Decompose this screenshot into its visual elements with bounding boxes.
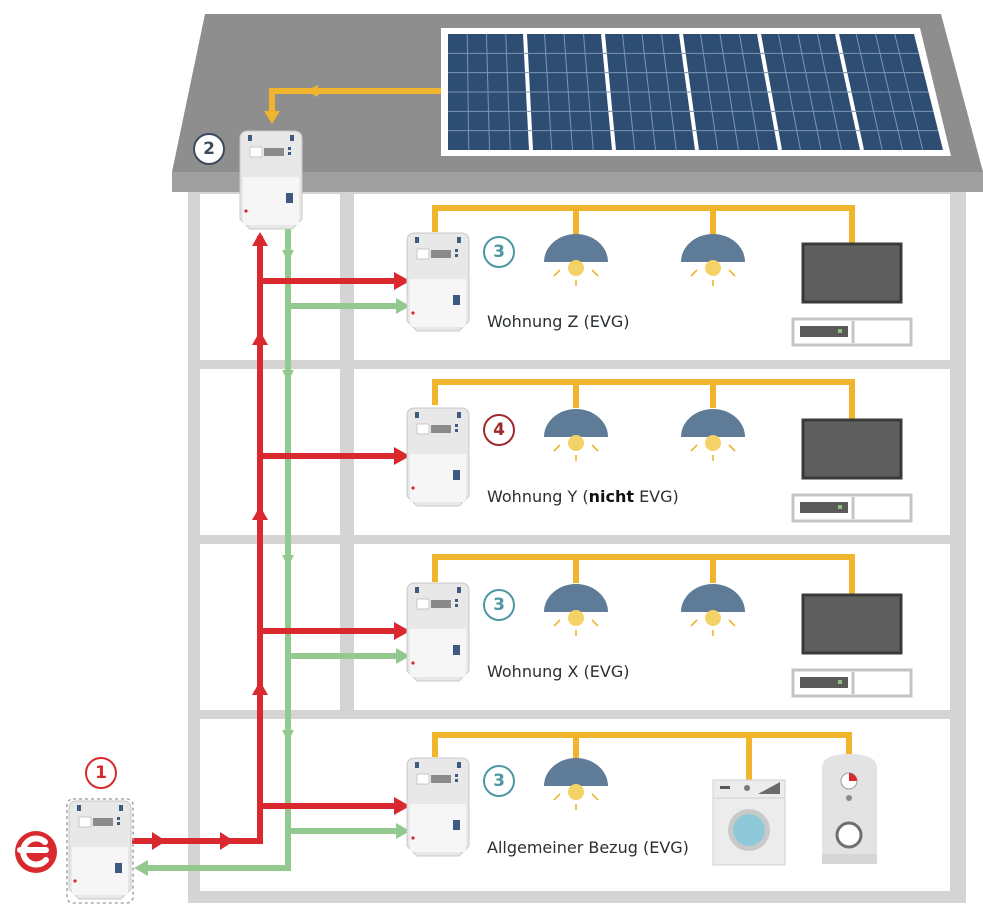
badge-wohnung-x: 3 [483,589,515,621]
television-icon [791,242,913,347]
label-wohnung-y: Wohnung Y (nicht EVG) [487,487,679,506]
e-logo-icon [15,831,57,873]
meter-allgemein [406,757,470,857]
badge-wohnung-z: 3 [483,236,515,268]
label-allgemein: Allgemeiner Bezug (EVG) [487,838,689,857]
wiring [269,88,855,780]
meter-wohnung-z [406,232,470,332]
label-wohnung-y-bold: nicht [588,487,634,506]
solar-arrow [264,111,280,124]
label-wohnung-y-suffix: EVG) [633,487,679,506]
badge-production-meter: 2 [193,133,225,165]
meter-wohnung-x [406,582,470,682]
solar-feed-lines [140,228,398,871]
badge-wohnung-y: 4 [483,414,515,446]
solar-feed-arrows [134,250,410,876]
grid-import-arrows [152,232,410,850]
badge-allgemein: 3 [483,765,515,797]
television-icon [791,418,913,523]
production-meter [239,130,303,230]
label-wohnung-z: Wohnung Z (EVG) [487,312,630,331]
grid-import-lines [132,236,396,844]
solar-panel-icon [441,28,951,156]
washing-machine-icon [712,779,786,866]
meter-wohnung-y [406,407,470,507]
water-heater-icon [822,754,877,864]
grid-meter [66,798,134,904]
label-wohnung-y-prefix: Wohnung Y ( [487,487,589,506]
solar-arrow [306,85,318,97]
television-icon [791,593,913,698]
badge-grid-meter: 1 [85,757,117,789]
label-wohnung-x: Wohnung X (EVG) [487,662,630,681]
